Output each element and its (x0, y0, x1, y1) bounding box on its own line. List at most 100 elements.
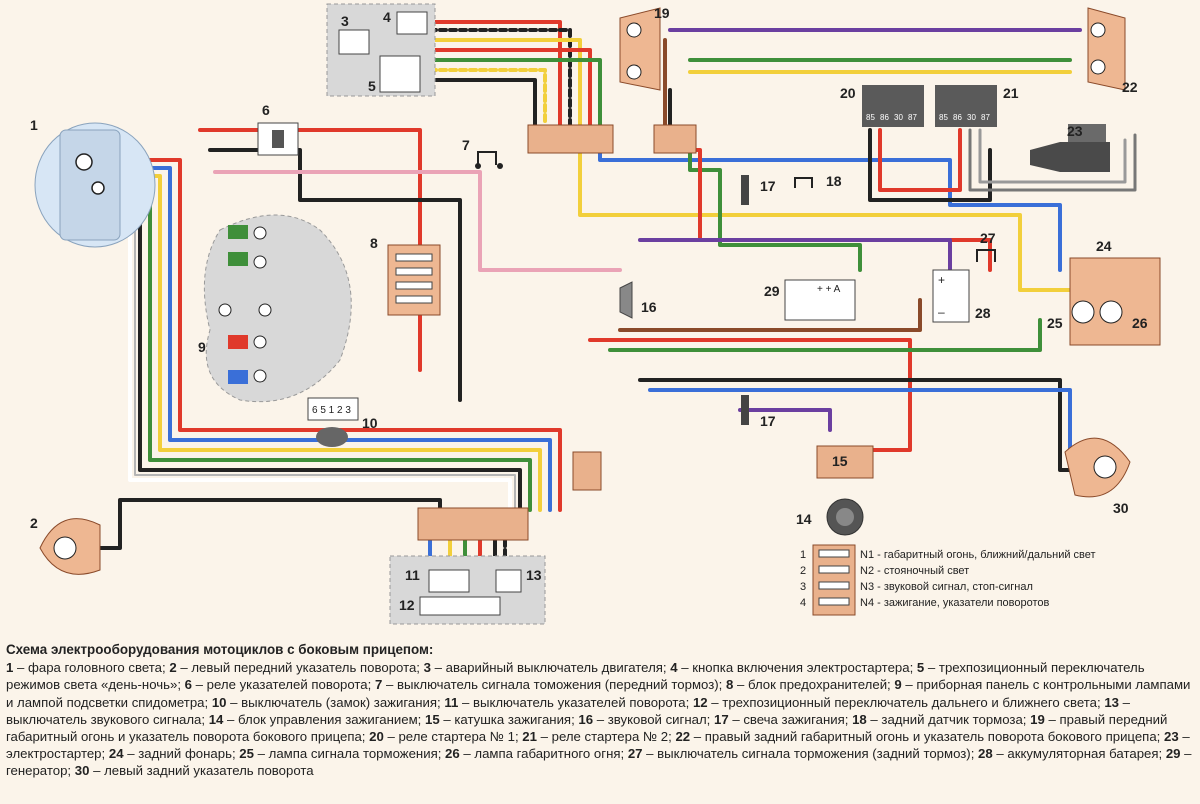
wire-blue-lower (648, 388, 1072, 462)
rear-left-turn-signal-30: 30 (1064, 437, 1131, 516)
relay-pin-87: 87 (981, 113, 990, 122)
wire-yellow-down (578, 148, 1077, 292)
legend-item-text: – левый задний указатель поворота (89, 763, 314, 779)
component-number-1: 1 (30, 117, 38, 133)
ignition-switch-10: 6 5 1 2 3 10 (307, 397, 378, 447)
component-number-9: 9 (198, 339, 206, 355)
wire-starter-1 (968, 128, 1137, 192)
legend-item-text: – блок предохранителей; (733, 677, 895, 693)
battery-minus: – (938, 305, 945, 319)
legend-item-text: – лампа габаритного огня; (459, 746, 628, 762)
starter-button-4 (396, 11, 428, 35)
component-number-13: 13 (526, 567, 542, 583)
component-number-27: 27 (980, 230, 996, 246)
legend-item-number: 22 (675, 729, 691, 745)
relay-pin-85: 85 (866, 113, 875, 122)
legend-item-number: 9 (894, 677, 902, 693)
wire-red-right (688, 148, 992, 272)
generator-terminals: + + A (817, 284, 841, 295)
legend-item-number: 3 (423, 660, 431, 676)
wire-black-relay (868, 128, 992, 202)
legend-item-number: 1 (6, 660, 14, 676)
fuse-label: N3 - звуковой сигнал, стоп-сигнал (860, 581, 1033, 593)
wire-purple-lower (738, 408, 832, 432)
ignition-control-unit-14: 14 (796, 498, 864, 536)
legend-item-text: – выключатель указателей поворота; (458, 694, 693, 710)
component-number-5: 5 (368, 78, 376, 94)
panel-lamp-icon (253, 226, 267, 240)
component-number-20: 20 (840, 85, 856, 101)
legend-item-text: – аккумуляторная батарея; (992, 746, 1166, 762)
legend-item-number: 12 (692, 694, 708, 710)
ignition-coil-15: 15 (816, 445, 874, 479)
fuse-index: 1 (800, 549, 806, 561)
turn-relay-6: 6 (257, 102, 299, 156)
legend-item-number: 30 (74, 763, 90, 779)
wire-starter-2 (978, 128, 1127, 184)
legend-text: 1 – фара головного света; 2 – левый пере… (6, 659, 1196, 779)
legend-item-text: – выключатель звукового сигнала; (6, 694, 1130, 727)
component-number-2: 2 (30, 515, 38, 531)
component-number-11: 11 (405, 567, 420, 583)
battery-plus: + (938, 273, 945, 287)
component-number-24: 24 (1096, 238, 1112, 254)
wire-yellow-v (428, 38, 582, 127)
legend-title: Схема электрооборудования мотоциклов с б… (6, 642, 434, 657)
legend-item-number: 25 (239, 746, 254, 762)
legend-item-number: 16 (578, 711, 594, 727)
wire-yellow-v2 (428, 68, 547, 127)
rear-brake-switch-27: 27 (976, 230, 996, 262)
legend-item-number: 7 (374, 677, 383, 693)
legend-item-text: – реле стартера № 1; (383, 729, 523, 745)
component-number-18: 18 (826, 173, 842, 189)
headlight-parking-lamp-icon (91, 181, 105, 195)
legend-item-number: 5 (916, 660, 925, 676)
component-number-16: 16 (641, 299, 657, 315)
lamp-icon (1090, 59, 1106, 75)
legend-item-text: – реле указателей поворота; (192, 677, 375, 693)
handlebar-switches-11-12-13: 11 12 13 (389, 555, 546, 625)
wire-pink (213, 170, 622, 272)
legend-item-number: 19 (1030, 711, 1045, 727)
fuse-index: 2 (800, 565, 806, 577)
component-number-25: 25 (1047, 315, 1063, 331)
front-left-turn-signal-2: 2 (30, 515, 101, 575)
indicator-green-icon (228, 225, 248, 239)
beam-switch-12 (419, 596, 501, 616)
component-number-28: 28 (975, 305, 991, 321)
lamp-icon (53, 536, 77, 560)
connector-block-top (417, 124, 697, 541)
emergency-switch-3 (338, 29, 370, 55)
panel-lamp-icon (253, 255, 267, 269)
sidecar-rear-light-22: 22 (1087, 7, 1138, 95)
position-lamp-icon (1099, 300, 1123, 324)
legend-item-text: – лампа сигнала торможения; (253, 746, 446, 762)
ignition-switch-pins: 6 5 1 2 3 (312, 405, 351, 416)
component-number-15: 15 (832, 453, 848, 469)
indicator-blue-icon (228, 370, 248, 384)
rear-brake-sensor-18: 18 (794, 173, 842, 189)
front-brake-switch-7: 7 (462, 137, 503, 169)
component-number-17: 17 (760, 178, 776, 194)
legend-item-number: 17 (713, 711, 729, 727)
legend-item-text: – задний датчик тормоза; (866, 711, 1031, 727)
legend-item-text: – трехпозиционный переключатель дальнего… (707, 694, 1105, 710)
fuse-block-8: 8 (370, 235, 441, 316)
legend-item-text: – трехпозиционный переключатель режимов … (6, 660, 1145, 693)
wire-black-v (428, 28, 572, 127)
spark-plug-17-bottom: 17 (741, 395, 776, 429)
relay-pin-87: 87 (908, 113, 917, 122)
legend-item-text: – реле стартера № 2; (536, 729, 676, 745)
relay-pin-86: 86 (953, 113, 962, 122)
tail-light-24: 24 25 26 (1047, 238, 1161, 346)
lamp-icon (1090, 22, 1106, 38)
legend-item-number: 20 (369, 729, 384, 745)
generator-29: + + A 29 (764, 279, 856, 321)
component-number-22: 22 (1122, 79, 1138, 95)
legend-item-text: – задний фонарь; (123, 746, 240, 762)
legend-item-text: – генератор; (6, 746, 1192, 779)
fuse-legend: 1 2 3 4 N1 - габаритный огонь, ближний/д… (800, 544, 1096, 616)
legend-item-number: 23 (1163, 729, 1179, 745)
relay-pin-85: 85 (939, 113, 948, 122)
legend-item-number: 29 (1165, 746, 1181, 762)
